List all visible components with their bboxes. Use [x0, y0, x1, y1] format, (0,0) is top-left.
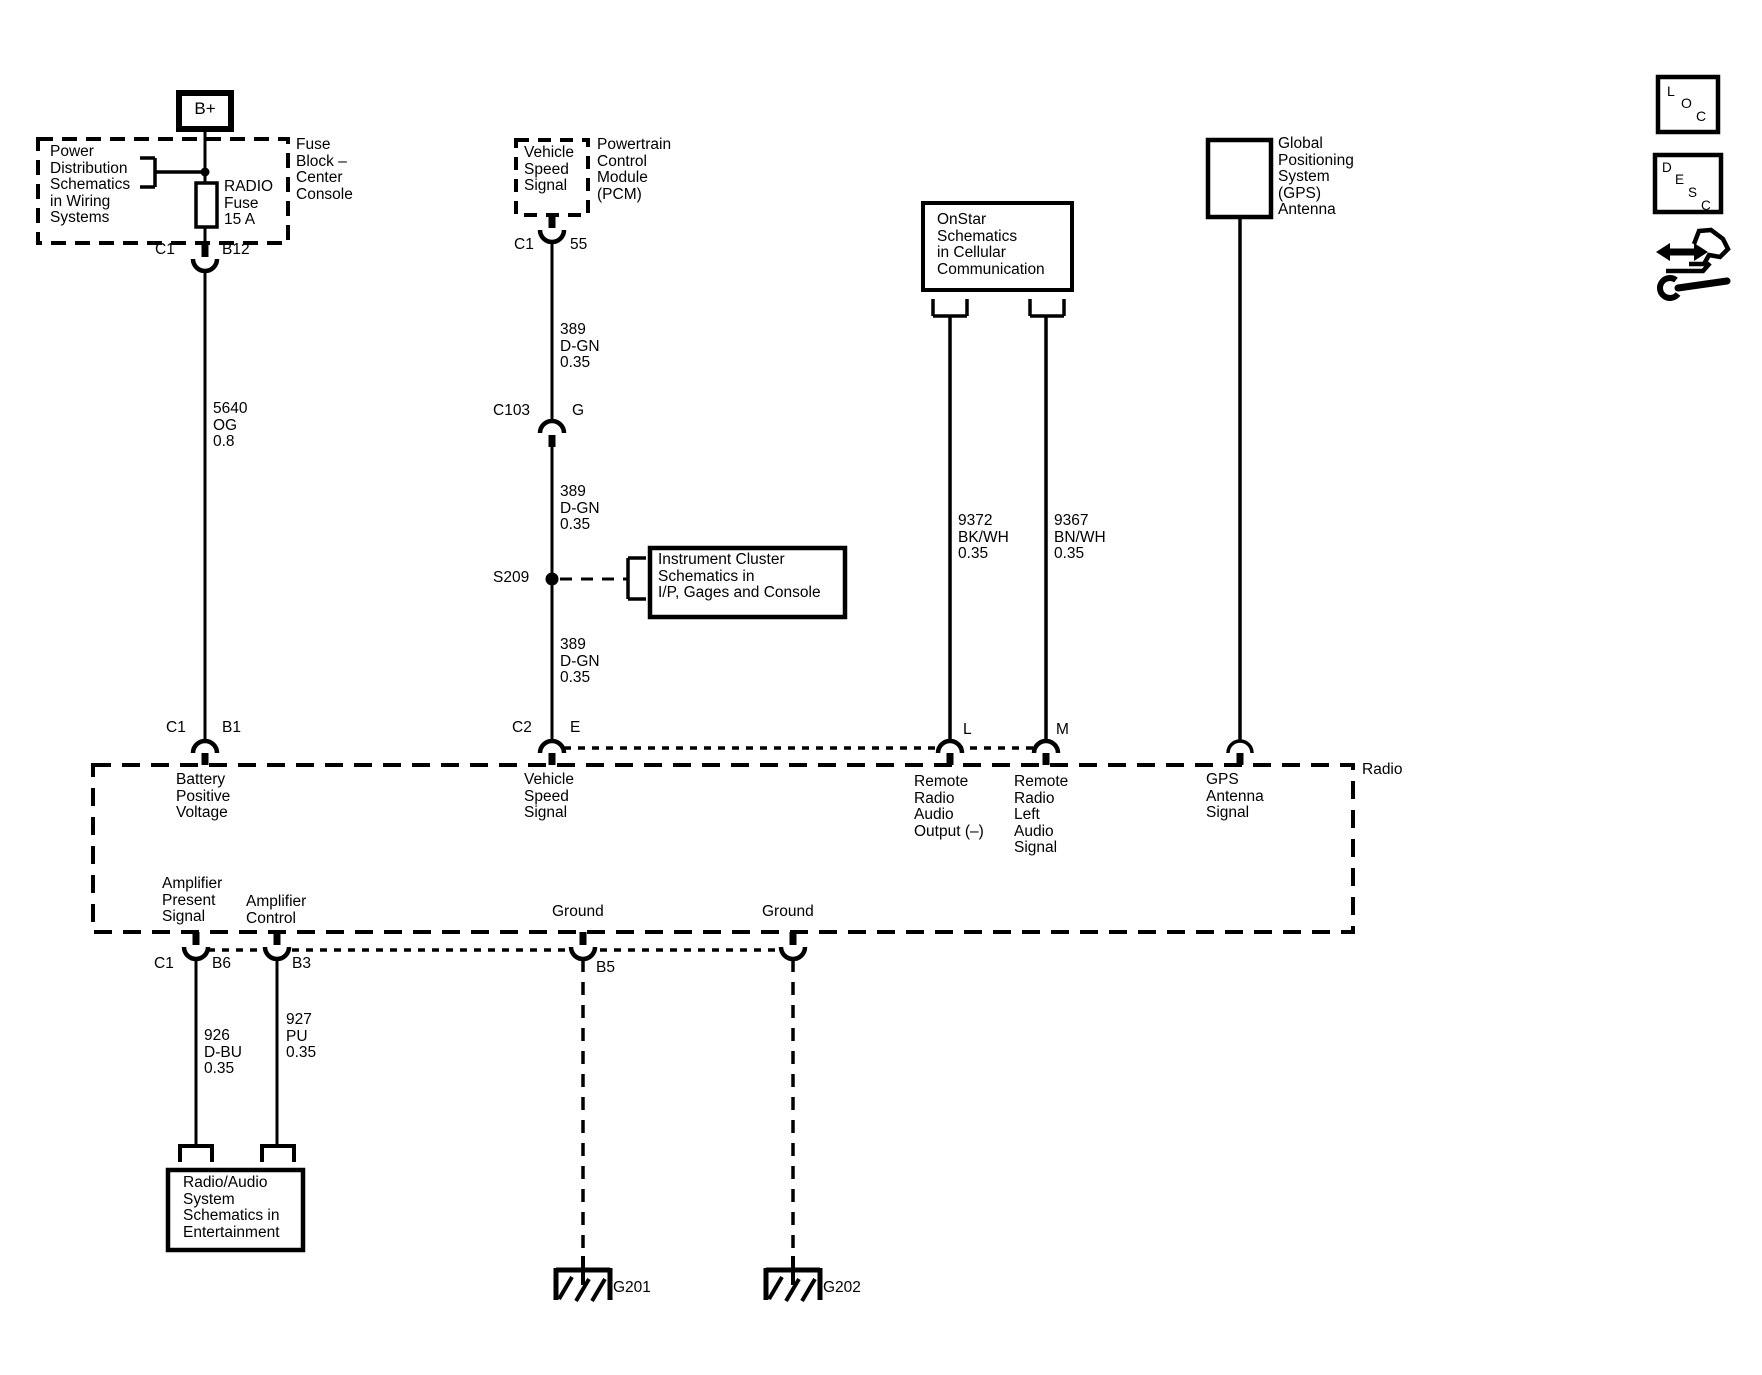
- wire-927-label: 927 PU 0.35: [286, 1011, 317, 1062]
- pin-m-label: M: [1056, 721, 1069, 738]
- power-distribution-label[interactable]: Power Distribution Schematics in Wiring …: [50, 143, 131, 227]
- connector-c2-label: C2: [512, 719, 532, 736]
- repair-navigation-icon[interactable]: [1656, 227, 1731, 301]
- radio-name-label: Radio: [1362, 761, 1403, 778]
- pin-55-label: 55: [570, 236, 588, 253]
- onstar-lead-right: [1028, 299, 1066, 741]
- bplus-terminal-box: [176, 90, 234, 132]
- g202-label: G202: [823, 1279, 861, 1296]
- pin-b5-label: B5: [596, 959, 615, 976]
- loc-button[interactable]: [1655, 74, 1721, 135]
- bplus-label: B+: [194, 99, 216, 118]
- onstar-box[interactable]: [921, 201, 1074, 292]
- connector-radio-b6: [181, 932, 211, 962]
- connector-radio-b1: [190, 738, 220, 765]
- instrument-cluster-label[interactable]: Instrument Cluster Schematics in I/P, Ga…: [658, 551, 821, 602]
- vss-box-label: Vehicle Speed Signal: [524, 144, 574, 195]
- connector-c1-b12: [190, 244, 220, 274]
- remote-audio-output-label: Remote Radio Audio Output (–): [914, 773, 984, 840]
- fuse-symbol: [194, 181, 219, 229]
- desc-button[interactable]: [1652, 152, 1724, 215]
- loc-letter-l: L: [1667, 83, 1675, 99]
- amplifier-control-label: Amplifier Control: [246, 893, 307, 927]
- entertainment-label[interactable]: Radio/Audio System Schematics in Enterta…: [183, 1174, 280, 1241]
- pin-e-label: E: [570, 719, 581, 736]
- onstar-lead-left: [931, 299, 969, 741]
- connector-c1-top-label: C1: [155, 241, 175, 258]
- bracket-power-distribution: [140, 156, 205, 189]
- desc-letter-d: D: [1662, 160, 1672, 175]
- ground1-label: Ground: [552, 903, 604, 920]
- fuse-block-box: [36, 137, 290, 245]
- desc-letter-c: C: [1701, 198, 1711, 213]
- connector-radio-e: [537, 738, 567, 765]
- connector-c1-pcm-label: C1: [514, 236, 534, 253]
- instrument-cluster-box[interactable]: [647, 545, 848, 620]
- connector-radio-b5: [568, 932, 598, 962]
- bracket-entertainment-right: [260, 1144, 296, 1162]
- wire-9367-label: 9367 BN/WH 0.35: [1054, 512, 1106, 563]
- wire-389b-label: 389 D-GN 0.35: [560, 483, 600, 534]
- gps-signal-label: GPS Antenna Signal: [1206, 771, 1264, 822]
- junction-dot: [200, 167, 210, 177]
- pin-l-label: L: [963, 721, 972, 738]
- amplifier-present-label: Amplifier Present Signal: [162, 875, 223, 926]
- bracket-entertainment-left: [178, 1144, 214, 1162]
- wire-9372-label: 9372 BK/WH 0.35: [958, 512, 1009, 563]
- gps-antenna-title: Global Positioning System (GPS) Antenna: [1278, 135, 1354, 219]
- onstar-label[interactable]: OnStar Schematics in Cellular Communicat…: [937, 211, 1045, 278]
- ground-symbol-g201: [553, 1256, 613, 1303]
- wire-389c-label: 389 D-GN 0.35: [560, 636, 600, 687]
- vss-signal-label: Vehicle Speed Signal: [524, 771, 574, 822]
- ground2-label: Ground: [762, 903, 814, 920]
- pin-b3-label: B3: [292, 955, 311, 972]
- desc-letter-e: E: [1675, 172, 1685, 187]
- splice-s209-dot: [545, 572, 559, 586]
- connector-radio-m: [1031, 738, 1061, 765]
- radio-fuse-label: RADIO Fuse 15 A: [224, 178, 274, 229]
- entertainment-box[interactable]: [165, 1167, 306, 1253]
- pin-b12-label: B12: [222, 241, 250, 258]
- radio-box: [91, 763, 1355, 934]
- pcm-title: Powertrain Control Module (PCM): [597, 136, 672, 203]
- fuse-block-title: Fuse Block – Center Console: [296, 136, 353, 203]
- wire-926-label: 926 D-BU 0.35: [204, 1027, 242, 1078]
- connector-c1-55: [537, 215, 567, 245]
- connector-c1-radio-label: C1: [166, 719, 186, 736]
- connector-c103-label: C103: [493, 402, 531, 419]
- wire-389a-label: 389 D-GN 0.35: [560, 321, 600, 372]
- desc-letter-s: S: [1688, 185, 1698, 200]
- ground-symbol-g202: [763, 1256, 823, 1303]
- pin-g-label: G: [572, 402, 585, 419]
- connector-c103: [537, 418, 567, 447]
- connector-radio-ground2: [778, 932, 808, 962]
- connector-radio-b3: [262, 932, 292, 962]
- battery-positive-label: Battery Positive Voltage: [176, 771, 231, 822]
- splice-s209-label: S209: [493, 569, 530, 586]
- connector-c1-amp-label: C1: [154, 955, 174, 972]
- wire-5640-label: 5640 OG 0.8: [213, 400, 248, 451]
- loc-letter-c: C: [1696, 108, 1707, 124]
- loc-letter-o: O: [1681, 95, 1692, 111]
- connector-radio-gps: [1226, 739, 1254, 765]
- gps-antenna-box: [1205, 137, 1274, 220]
- pin-b1-label: B1: [222, 719, 241, 736]
- pin-b6-label: B6: [212, 955, 231, 972]
- g201-label: G201: [613, 1279, 651, 1296]
- remote-left-audio-label: Remote Radio Left Audio Signal: [1014, 773, 1069, 857]
- connector-radio-l: [935, 738, 965, 765]
- bracket-instrument-cluster: [626, 556, 646, 601]
